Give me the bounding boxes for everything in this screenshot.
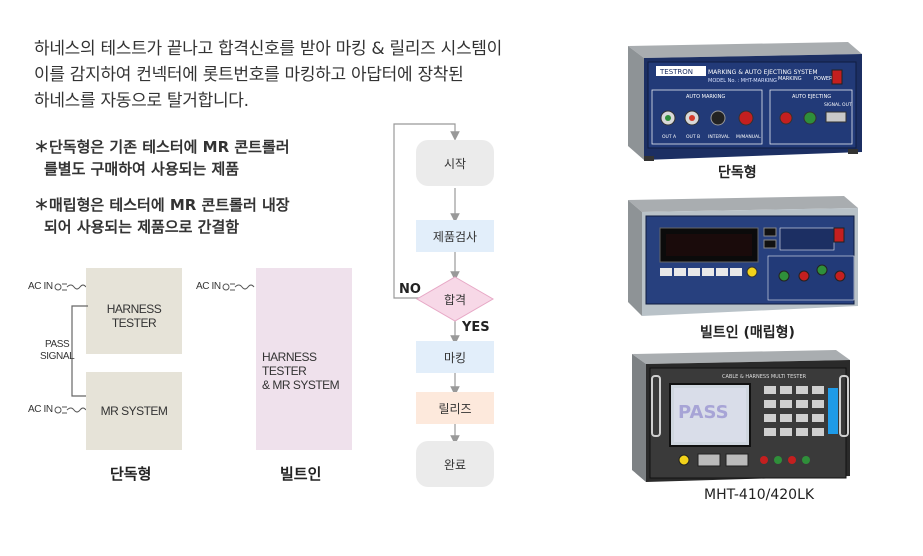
flow-marking: 마킹: [416, 341, 494, 373]
p3-pass-text: PASS: [678, 402, 729, 423]
flow-decision-diamond: [416, 276, 494, 322]
standalone-caption: 단독형: [110, 465, 152, 483]
plug-icon: [54, 283, 87, 291]
p1-signal-out: SIGNAL OUT: [824, 102, 852, 108]
mht-device-photo: CABLE & HARNESS MULTI TESTER PASS: [632, 350, 850, 482]
plug-icon: [222, 283, 255, 291]
ac-in-label-bottom: AC IN: [28, 404, 53, 415]
intro-line-3: 하네스를 자동으로 탈거합니다.: [34, 91, 249, 111]
mr-system-label: MR SYSTEM: [100, 404, 168, 418]
p1-section-right: AUTO EJECTING: [792, 94, 831, 100]
flow-yes-label: YES: [462, 320, 490, 335]
builtin-system-box: HARNESS TESTER & MR SYSTEM: [256, 268, 352, 450]
photo3-caption: MHT-410/420LK: [704, 487, 815, 503]
p3-header: CABLE & HARNESS MULTI TESTER: [722, 374, 807, 380]
plug-icon: [54, 406, 87, 414]
p1-power-label: POWER: [814, 76, 833, 82]
note-builtin-line-1: ＊매립형은 테스터에 MR 콘트롤러 내장: [34, 196, 290, 214]
p1-model: MODEL No. : MHT-MARKING: [708, 78, 777, 84]
pass-signal-line-2: SIGNAL: [40, 351, 75, 362]
flow-start: 시작: [416, 140, 494, 186]
p1-manual: M/MANUAL: [736, 134, 761, 140]
ac-in-label-top: AC IN: [28, 281, 53, 292]
builtin-label: HARNESS TESTER & MR SYSTEM: [262, 350, 352, 392]
flow-end: 완료: [416, 441, 494, 487]
p1-interval: INTERVAL: [708, 134, 730, 140]
flowchart-connectors: [393, 123, 460, 445]
pass-signal-line-1: PASS: [44, 339, 70, 350]
standalone-device-photo: TESTRON MARKING & AUTO EJECTING SYSTEM M…: [628, 42, 862, 161]
harness-tester-box: HARNESS TESTER: [86, 268, 182, 354]
p1-brand: TESTRON: [659, 68, 693, 76]
p1-marking-label: MARKING: [778, 76, 802, 82]
harness-tester-label: HARNESS TESTER: [106, 302, 162, 330]
flow-inspect: 제품검사: [416, 220, 494, 252]
flow-release: 릴리즈: [416, 392, 494, 424]
mr-system-box: MR SYSTEM: [86, 372, 182, 450]
photo1-caption: 단독형: [718, 165, 757, 181]
builtin-caption: 빌트인: [280, 465, 322, 483]
builtin-device-photo: [628, 196, 858, 316]
pass-signal-line: [71, 305, 88, 397]
p1-section-left: AUTO MARKING: [686, 94, 725, 100]
note-standalone: ＊단독형은 기존 테스터에 MR 콘트롤러 를별도 구매하여 사용되는 제품: [34, 136, 290, 180]
p1-out-b: OUT B: [686, 134, 700, 140]
intro-line-2: 이를 감지하여 컨넥터에 롯트번호를 마킹하고 아답터에 장착된: [34, 65, 464, 85]
builtin-label-line-1: HARNESS TESTER: [262, 350, 317, 378]
note-builtin: ＊매립형은 테스터에 MR 콘트롤러 내장 되어 사용되는 제품으로 간결함: [34, 194, 290, 238]
pass-signal-label: PASS SIGNAL: [40, 339, 75, 363]
flow-decision-label: 합격: [443, 292, 467, 307]
intro-line-1: 하네스의 테스트가 끝나고 합격신호를 받아 마킹 & 릴리즈 시스템이: [34, 39, 502, 59]
photo2-caption: 빌트인 (매립형): [700, 325, 795, 341]
builtin-label-line-2: & MR SYSTEM: [262, 378, 340, 392]
p1-panel-title: MARKING & AUTO EJECTING SYSTEM: [708, 69, 818, 76]
intro-paragraph: 하네스의 테스트가 끝나고 합격신호를 받아 마킹 & 릴리즈 시스템이 이를 …: [34, 36, 514, 114]
note-builtin-line-2: 되어 사용되는 제품으로 간결함: [44, 218, 240, 236]
flow-no-label: NO: [399, 282, 421, 297]
note-standalone-line-2: 를별도 구매하여 사용되는 제품: [44, 160, 240, 178]
ac-in-label-builtin: AC IN: [196, 281, 221, 292]
p1-out-a: OUT A: [662, 134, 677, 140]
note-standalone-line-1: ＊단독형은 기존 테스터에 MR 콘트롤러: [34, 138, 290, 156]
